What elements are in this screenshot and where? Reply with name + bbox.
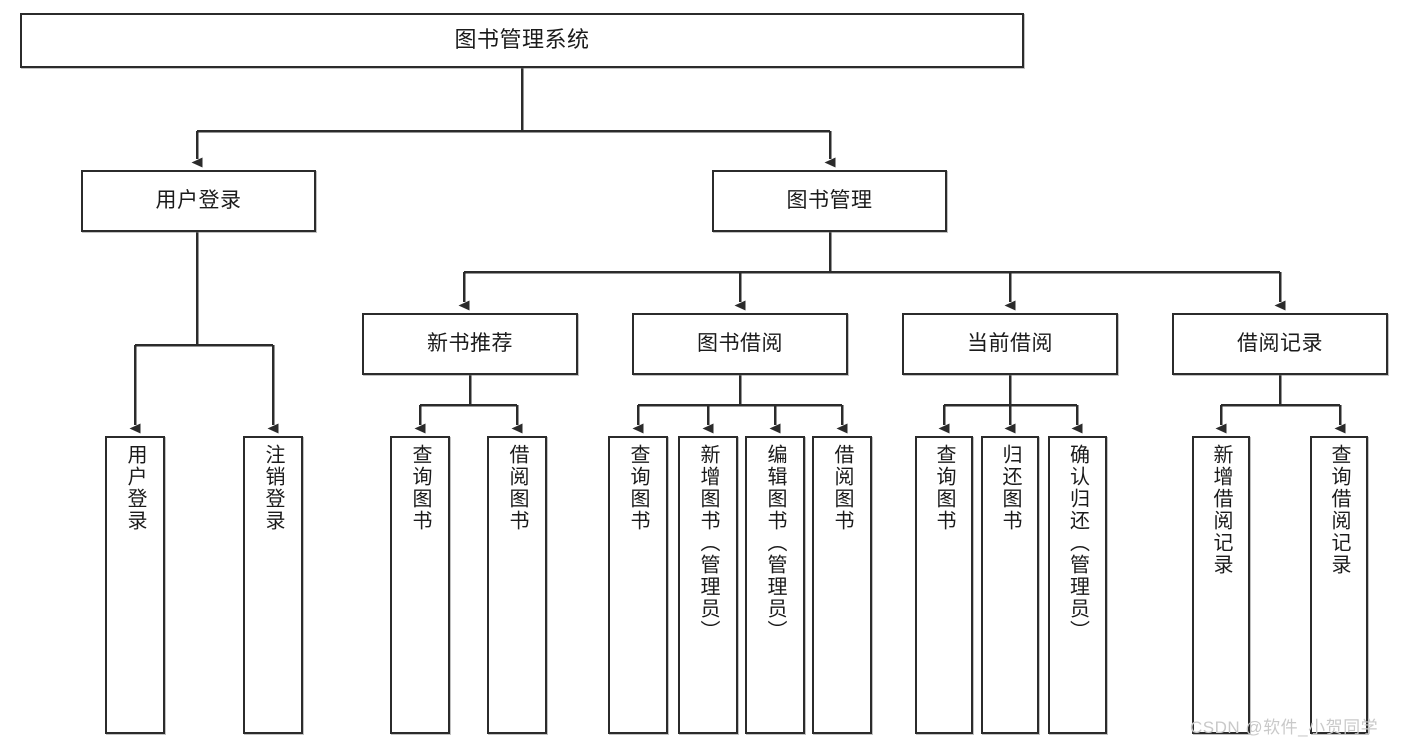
node-leaf-borrow-book-1-label: 借阅图书 (506, 444, 528, 532)
node-current-borrow[interactable]: 当前借阅 (902, 313, 1118, 375)
node-borrow-record[interactable]: 借阅记录 (1172, 313, 1388, 375)
node-current-borrow-label: 当前借阅 (967, 332, 1053, 356)
node-leaf-query-book-1[interactable]: 查询图书 (390, 436, 450, 734)
node-book-borrow-label: 图书借阅 (697, 332, 783, 356)
node-leaf-return-book-label: 归还图书 (999, 444, 1021, 532)
node-leaf-query-book-2-label: 查询图书 (627, 444, 649, 532)
node-leaf-query-book-3[interactable]: 查询图书 (915, 436, 973, 734)
node-leaf-borrow-book-2[interactable]: 借阅图书 (812, 436, 872, 734)
node-leaf-add-book[interactable]: 新增图书（管理员） (678, 436, 738, 734)
node-leaf-borrow-book-1[interactable]: 借阅图书 (487, 436, 547, 734)
node-leaf-query-book-3-label: 查询图书 (933, 444, 955, 532)
node-leaf-user-login-label: 用户登录 (124, 444, 146, 532)
node-book-manage-label: 图书管理 (786, 189, 873, 213)
node-leaf-query-record-label: 查询借阅记录 (1328, 444, 1350, 576)
node-leaf-logout[interactable]: 注销登录 (243, 436, 303, 734)
node-new-book-rec-label: 新书推荐 (427, 332, 513, 356)
node-borrow-record-label: 借阅记录 (1237, 332, 1323, 356)
node-leaf-add-book-label: 新增图书（管理员） (697, 444, 719, 642)
node-leaf-edit-book[interactable]: 编辑图书（管理员） (745, 436, 805, 734)
node-leaf-logout-label: 注销登录 (262, 444, 284, 532)
node-leaf-query-book-2[interactable]: 查询图书 (608, 436, 668, 734)
node-new-book-rec[interactable]: 新书推荐 (362, 313, 578, 375)
node-leaf-confirm-return[interactable]: 确认归还（管理员） (1048, 436, 1107, 734)
node-leaf-add-record-label: 新增借阅记录 (1210, 444, 1232, 576)
node-root-label: 图书管理系统 (454, 27, 590, 53)
node-leaf-query-book-1-label: 查询图书 (409, 444, 431, 532)
node-leaf-confirm-return-label: 确认归还（管理员） (1066, 444, 1089, 642)
node-leaf-add-record[interactable]: 新增借阅记录 (1192, 436, 1250, 734)
node-leaf-query-record[interactable]: 查询借阅记录 (1310, 436, 1368, 734)
node-user-login-label: 用户登录 (155, 189, 242, 213)
node-book-manage[interactable]: 图书管理 (712, 170, 947, 232)
node-leaf-user-login[interactable]: 用户登录 (105, 436, 165, 734)
csdn-watermark: CSDN @软件_小贺同学 (1190, 718, 1379, 737)
node-user-login[interactable]: 用户登录 (81, 170, 316, 232)
node-leaf-return-book[interactable]: 归还图书 (981, 436, 1039, 734)
node-book-borrow[interactable]: 图书借阅 (632, 313, 848, 375)
node-leaf-edit-book-label: 编辑图书（管理员） (764, 444, 786, 642)
node-root[interactable]: 图书管理系统 (20, 13, 1024, 68)
node-leaf-borrow-book-2-label: 借阅图书 (831, 444, 853, 532)
